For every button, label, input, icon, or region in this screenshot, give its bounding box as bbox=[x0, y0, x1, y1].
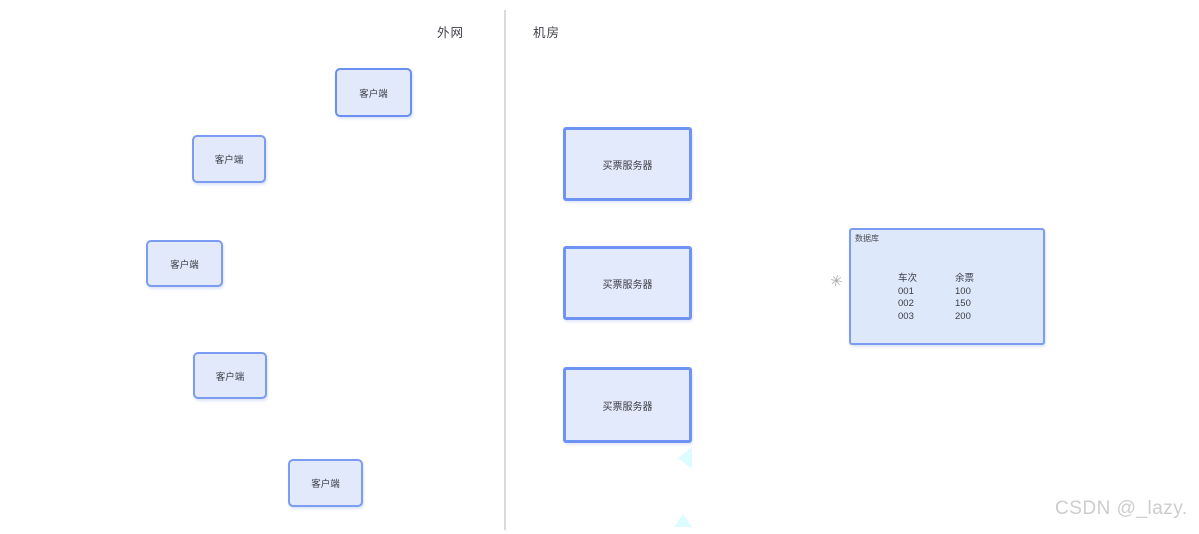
client-node-4[interactable]: 客户端 bbox=[193, 352, 267, 399]
ticket-table-header-train: 车次 bbox=[898, 273, 918, 284]
client-node-label: 客户端 bbox=[214, 155, 244, 166]
ticket-server-node-2[interactable]: 买票服务器 bbox=[563, 246, 692, 320]
ticket-server-label: 买票服务器 bbox=[602, 401, 653, 413]
remaining-tickets-cell: 150 bbox=[955, 298, 971, 309]
ticket-table: 车次 余票 001 100 002 150 003 200 bbox=[898, 274, 974, 324]
database-node[interactable]: 数据库 车次 余票 001 100 002 150 003 200 bbox=[849, 228, 1045, 345]
ticket-server-node-3[interactable]: 买票服务器 bbox=[563, 367, 692, 443]
table-row: 002 150 bbox=[898, 299, 974, 312]
ticket-table-header-remaining: 余票 bbox=[955, 273, 975, 284]
cyan-triangle-artifact bbox=[674, 514, 692, 527]
train-number-cell: 001 bbox=[898, 285, 914, 297]
remaining-tickets-cell: 200 bbox=[955, 310, 971, 322]
zone-label-server-room: 机房 bbox=[533, 26, 561, 40]
client-node-3[interactable]: 客户端 bbox=[146, 240, 223, 287]
csdn-watermark: CSDN @_lazy. bbox=[1055, 498, 1188, 519]
client-node-label: 客户端 bbox=[215, 371, 245, 383]
train-number-cell: 002 bbox=[898, 298, 914, 309]
zone-label-external-network: 外网 bbox=[437, 26, 465, 40]
remaining-tickets-cell: 100 bbox=[955, 285, 971, 297]
train-number-cell: 003 bbox=[898, 310, 914, 322]
client-node-label: 客户端 bbox=[311, 479, 340, 490]
ticket-table-header-row: 车次 余票 bbox=[898, 274, 974, 287]
client-node-label: 客户端 bbox=[359, 88, 388, 100]
client-node-5[interactable]: 客户端 bbox=[288, 459, 363, 507]
client-node-label: 客户端 bbox=[170, 259, 199, 271]
table-row: 001 100 bbox=[898, 285, 974, 300]
ticket-server-label: 买票服务器 bbox=[602, 279, 653, 291]
cursor-artifact-icon: ✳ bbox=[828, 272, 844, 291]
zone-divider-line bbox=[504, 10, 506, 530]
cyan-triangle-artifact bbox=[678, 447, 692, 469]
client-node-2[interactable]: 客户端 bbox=[192, 135, 266, 183]
table-row: 003 200 bbox=[898, 310, 974, 325]
ticket-server-label: 买票服务器 bbox=[602, 160, 653, 172]
ticket-server-node-1[interactable]: 买票服务器 bbox=[563, 127, 692, 201]
client-node-1[interactable]: 客户端 bbox=[335, 68, 412, 117]
database-title: 数据库 bbox=[855, 234, 879, 243]
